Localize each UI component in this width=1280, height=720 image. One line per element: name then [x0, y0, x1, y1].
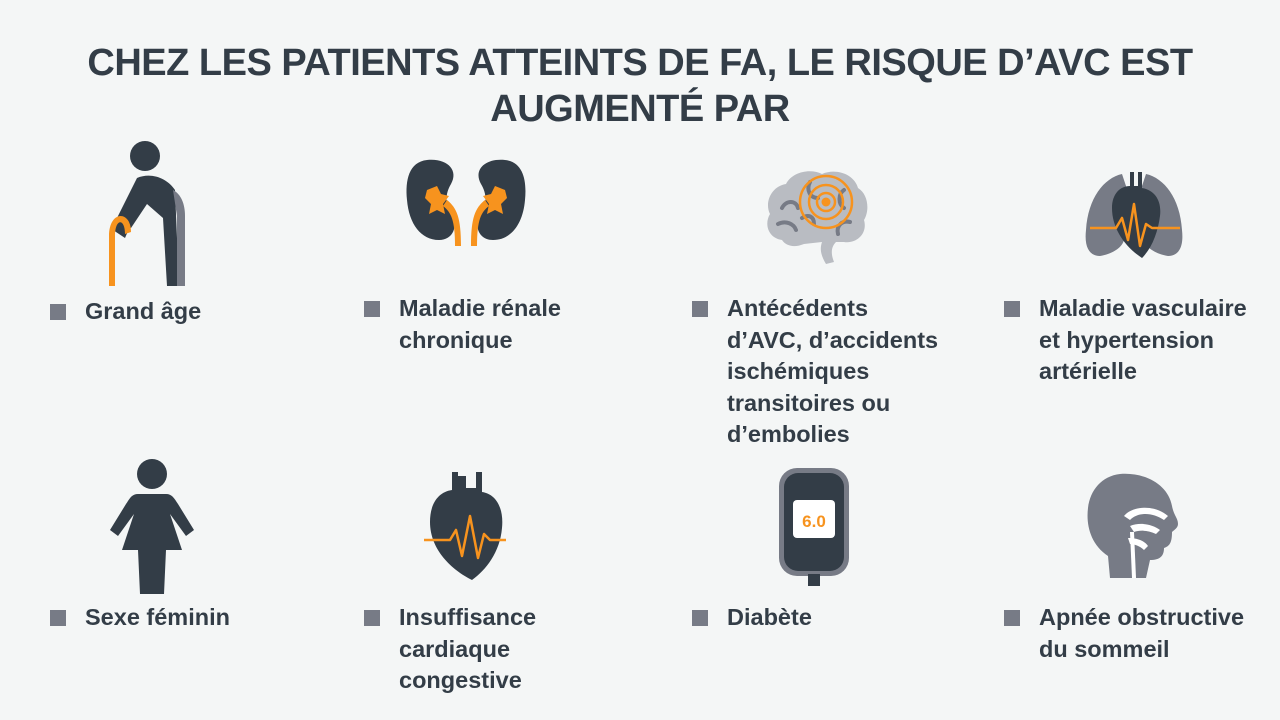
brain-target-icon	[767, 171, 868, 264]
risk-factor-label: Antécédents d’AVC, d’accidents ischémiqu…	[727, 295, 939, 447]
glucometer-reading: 6.0	[802, 512, 826, 531]
risk-factor-female-sex: Sexe féminin	[50, 602, 230, 634]
bullet-square	[50, 304, 66, 320]
risk-factor-sleep-apnea: Apnée obstructive du sommeil	[1004, 602, 1244, 665]
heart-lungs-ecg-icon	[1085, 172, 1183, 258]
risk-factor-advanced-age: Grand âge	[50, 296, 201, 328]
glucometer-icon: 6.0	[779, 468, 849, 586]
bullet-square	[1004, 610, 1020, 626]
risk-factor-label: Apnée obstructive du sommeil	[1039, 604, 1245, 662]
risk-factor-label: Diabète	[727, 604, 812, 630]
bullet-square	[50, 610, 66, 626]
elderly-person-with-cane-icon	[109, 141, 185, 286]
bullet-square	[692, 610, 708, 626]
bullet-square	[692, 301, 708, 317]
risk-factor-label: Sexe féminin	[85, 604, 230, 630]
risk-factor-heart-failure: Insuffisance cardiaque congestive	[364, 602, 536, 697]
woman-figure-icon	[110, 459, 194, 594]
risk-factor-diabetes: Diabète	[692, 602, 812, 634]
page-title: CHEZ LES PATIENTS ATTEINTS DE FA, LE RIS…	[87, 42, 1193, 130]
risk-factor-chronic-kidney-disease: Maladie rénale chronique	[364, 293, 561, 356]
risk-factor-label: Maladie vasculaire et hypertension artér…	[1039, 295, 1247, 384]
heart-ecg-icon	[424, 472, 506, 580]
bullet-square	[364, 610, 380, 626]
kidneys-icon	[406, 159, 526, 246]
risk-factor-label: Grand âge	[85, 298, 202, 324]
risk-factor-label: Maladie rénale chronique	[399, 295, 561, 353]
risk-factor-label: Insuffisance cardiaque congestive	[399, 604, 537, 693]
head-airway-icon	[1087, 473, 1178, 578]
risk-factor-prior-stroke-tia: Antécédents d’AVC, d’accidents ischémiqu…	[692, 293, 938, 451]
risk-factor-vascular-hypertension: Maladie vasculaire et hypertension artér…	[1004, 293, 1247, 388]
bullet-square	[364, 301, 380, 317]
bullet-square	[1004, 301, 1020, 317]
